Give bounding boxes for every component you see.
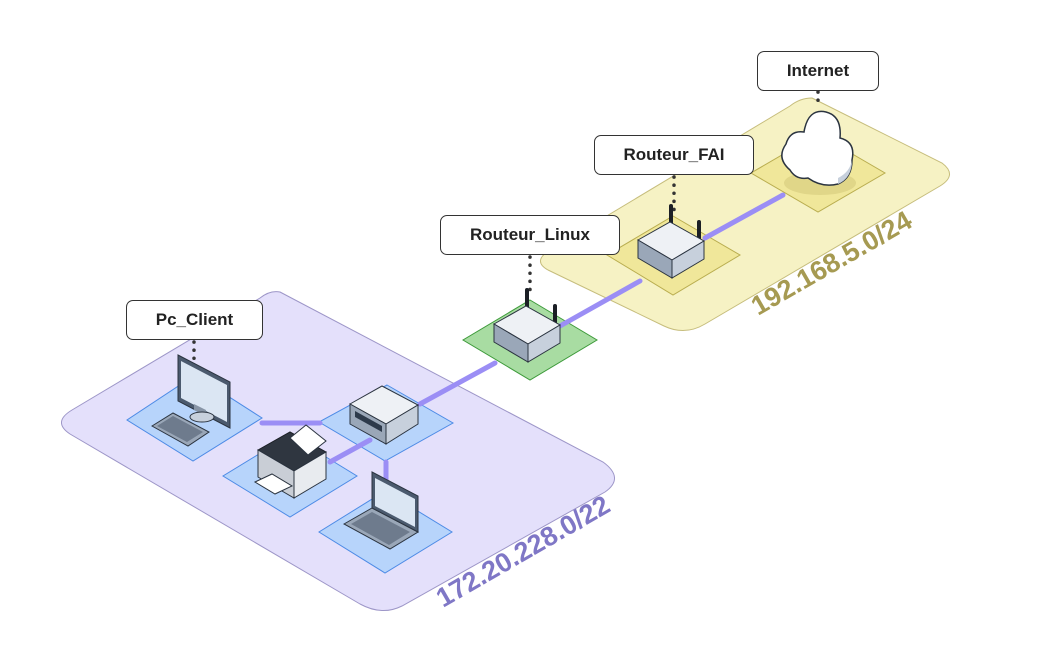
callout-leaders bbox=[192, 90, 820, 366]
link-switch-printer bbox=[327, 437, 373, 465]
switch-icon bbox=[348, 385, 420, 445]
cloud-icon bbox=[781, 110, 856, 195]
routeur-linux-label: Routeur_Linux bbox=[440, 215, 620, 255]
link-routeur-linux-fai bbox=[557, 278, 643, 329]
routeur-fai-label: Routeur_FAI bbox=[594, 135, 754, 175]
laptop-icon bbox=[342, 471, 420, 550]
internet-label: Internet bbox=[757, 51, 879, 91]
router-icon bbox=[636, 204, 706, 279]
router-icon bbox=[492, 288, 562, 363]
printer-icon bbox=[253, 424, 328, 499]
link-fai-internet bbox=[702, 192, 786, 241]
link-switch-routeur-linux bbox=[417, 360, 498, 407]
pc-client-label: Pc_Client bbox=[126, 300, 263, 340]
desktop-computer-icon bbox=[151, 354, 231, 447]
